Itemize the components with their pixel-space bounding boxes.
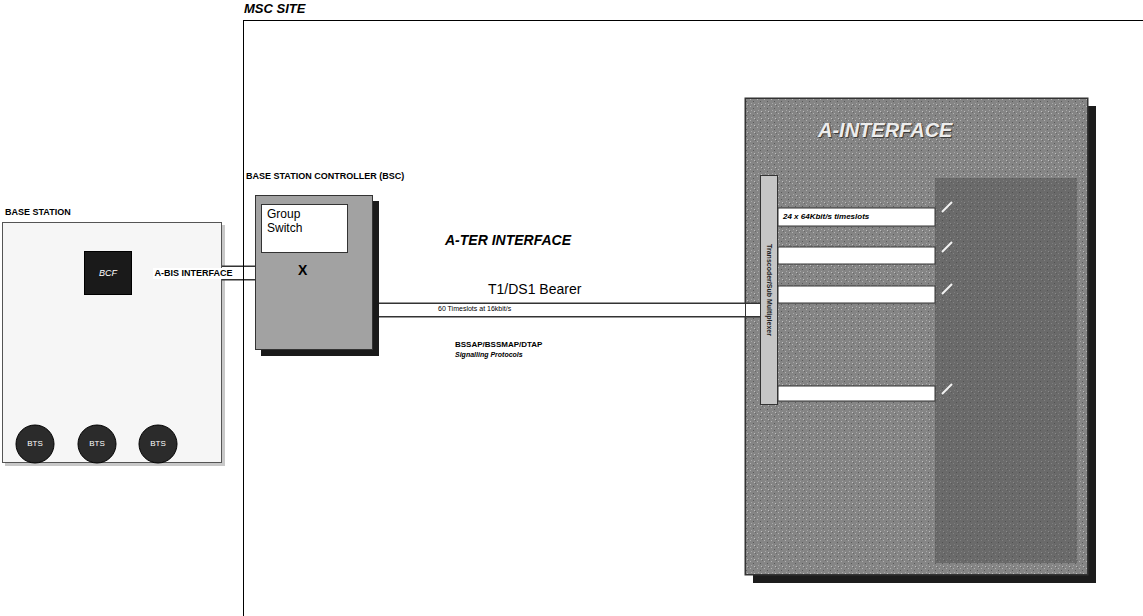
bts-circle: BTS: [15, 424, 55, 464]
bearer-name: T1/DS1 Bearer: [488, 281, 581, 297]
switch-area: [935, 178, 1077, 563]
base-station-box: BASE STATIONBCFBTSBTSBTS: [2, 222, 222, 463]
switch-tick: [942, 384, 952, 394]
bts-outline: [78, 425, 116, 463]
trunk-bar: [778, 208, 935, 226]
bts-outline: [139, 425, 177, 463]
node-label: BTS: [150, 439, 166, 448]
bsc-box: BASE STATION CONTROLLER (BSC)Group Switc…: [255, 195, 373, 350]
node-label: Transcoder/Sub Multiplexer: [765, 244, 773, 336]
group-switch-box: Group Switch: [261, 204, 348, 253]
transcoder-bar: Transcoder/Sub Multiplexer: [760, 175, 778, 405]
site-region: MSC SITEBASE STATION CONTROLLER (BSC)Gro…: [243, 20, 1143, 616]
node-label: A-INTERFACE: [818, 119, 952, 142]
protocol-name: BSSAP/BSSMAP/DTAP: [455, 340, 542, 349]
trunk-bar: [778, 286, 935, 303]
bts-circle: BTS: [77, 424, 117, 464]
node-label: BTS: [89, 439, 105, 448]
protocol-note: Signalling Protocols: [455, 351, 523, 359]
trunk-bar: [778, 247, 935, 264]
node-label: BASE STATION CONTROLLER (BSC): [246, 171, 404, 181]
trunk-bar: [778, 386, 935, 401]
bts-circle: BTS: [138, 424, 178, 464]
switch-tick: [942, 284, 952, 294]
node-label: BASE STATION: [5, 207, 71, 217]
node-label: BCF: [99, 268, 117, 278]
switch-tick: [942, 202, 952, 212]
node-label: BTS: [27, 439, 43, 448]
bcf-box: BCF: [84, 251, 132, 295]
bts-outline: [16, 425, 54, 463]
node-label: Group Switch: [267, 208, 319, 236]
bearer-link: [373, 303, 760, 318]
msc-body: [745, 98, 1088, 575]
timeslot-note: 60 Timeslots at 16kbit/s: [437, 305, 512, 313]
band-fill: [373, 304, 760, 316]
msc-box: A-INTERFACE Transcoder/Sub Multiplexer: [745, 98, 1088, 575]
timeslot-note: 24 x 64Kbit/s timeslots: [783, 212, 869, 221]
switch-tick: [942, 242, 952, 252]
node-label: MSC SITE: [244, 2, 305, 17]
interface-name: A-TER INTERFACE: [445, 232, 571, 248]
